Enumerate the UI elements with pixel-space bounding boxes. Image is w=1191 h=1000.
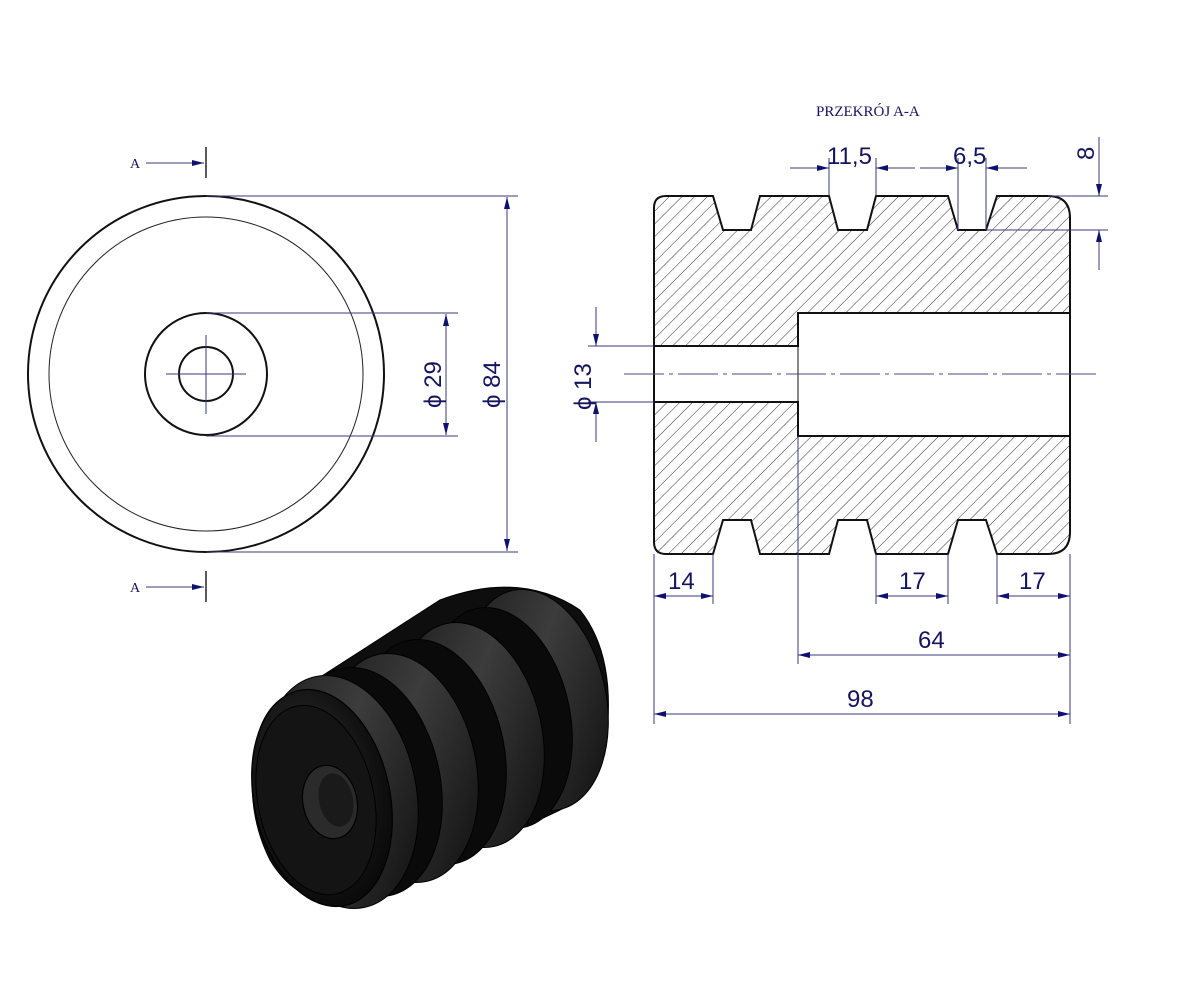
groove-circle xyxy=(48,216,364,532)
section-upper-half xyxy=(653,195,1071,347)
bore-hole-inner xyxy=(318,773,354,827)
dim-left-offset: 14 xyxy=(668,568,695,595)
dim-counterbore-length: 64 xyxy=(918,627,945,654)
section-title: PRZEKRÓJ A-A xyxy=(816,103,920,120)
section-marker-label: A xyxy=(130,157,141,172)
dim-groove-pitch-2: 17 xyxy=(1019,568,1046,595)
section-marker-top: A xyxy=(130,147,207,178)
section-view: PRZEKRÓJ A-A 11,5 6,5 8 ϕ 13 xyxy=(570,103,1108,724)
dim-groove-depth: 8 xyxy=(1073,147,1100,160)
isometric-render xyxy=(251,586,609,909)
dim-bore-diameter: ϕ 13 xyxy=(570,363,597,410)
section-marker-bottom: A xyxy=(130,571,207,602)
dim-groove-bottom-width: 6,5 xyxy=(953,143,986,170)
section-marker-label: A xyxy=(130,581,141,596)
dim-groove-pitch-1: 17 xyxy=(899,568,926,595)
dim-overall-length: 98 xyxy=(847,686,874,713)
dim-outer-diameter: ϕ 84 xyxy=(479,361,506,408)
dim-groove-top-width: 11,5 xyxy=(827,143,872,170)
front-view: ϕ 29 ϕ 84 xyxy=(27,195,518,553)
section-lower-half xyxy=(653,401,1071,555)
dim-inner-diameter: ϕ 29 xyxy=(420,361,447,408)
